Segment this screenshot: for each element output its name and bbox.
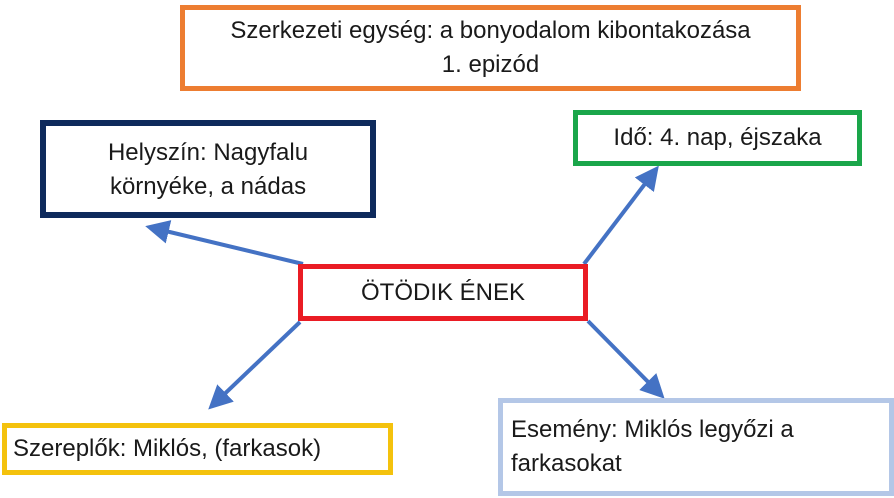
structure-title: Szerkezeti egység: a bonyodalom kibontak… (230, 17, 751, 44)
characters-box: Szereplők: Miklós, (farkasok) (2, 423, 393, 475)
event-line1: Esemény: Miklós legyőzi a (511, 416, 794, 443)
time-box: Idő: 4. nap, éjszaka (573, 110, 862, 166)
characters-text: Szereplők: Miklós, (farkasok) (13, 435, 322, 462)
time-text: Idő: 4. nap, éjszaka (613, 124, 822, 151)
arrow-to-characters (208, 320, 302, 410)
center-box: ÖTÖDIK ÉNEK (298, 264, 588, 321)
structure-episode: 1. epizód (441, 51, 540, 78)
arrow-to-time (582, 165, 659, 266)
structure-box: Szerkezeti egység: a bonyodalom kibontak… (180, 5, 801, 91)
location-line1: Helyszín: Nagyfalu (107, 139, 309, 166)
location-line2: környéke, a nádas (109, 173, 307, 200)
event-line2: farkasokat (511, 450, 622, 477)
center-title: ÖTÖDIK ÉNEK (360, 278, 526, 306)
event-box: Esemény: Miklós legyőzi a farkasokat (498, 398, 894, 496)
arrow-to-location (145, 220, 304, 266)
arrow-to-event (586, 319, 665, 399)
location-box: Helyszín: Nagyfalu környéke, a nádas (40, 120, 376, 218)
